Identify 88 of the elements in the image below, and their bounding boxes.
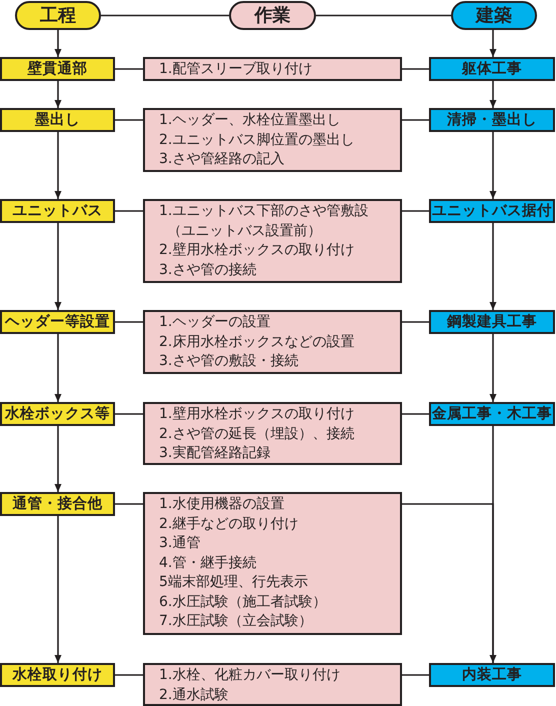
task-item: 3.通管 xyxy=(159,534,202,553)
column-header: 建築 xyxy=(476,4,512,26)
task-item: 7.水圧試験（立会試験） xyxy=(159,612,314,631)
connector-line xyxy=(115,503,143,505)
process-box xyxy=(0,108,115,132)
task-item: 1.水栓、化粧カバー取り付け xyxy=(159,666,342,685)
header-pill xyxy=(15,1,101,30)
arrow xyxy=(54,334,62,402)
task-box xyxy=(143,402,402,465)
task-item: 2.ユニットバス脚位置の墨出し xyxy=(159,130,356,150)
process-box xyxy=(0,663,115,687)
connector-line xyxy=(402,674,429,676)
task-item: 3.さや管の敷設・接続 xyxy=(159,352,300,371)
arrow xyxy=(490,81,496,108)
construction-label: 金属工事・木工事 xyxy=(432,405,552,423)
arrow xyxy=(490,223,496,310)
connector-line xyxy=(115,674,143,676)
task-box xyxy=(143,663,402,706)
arrow xyxy=(490,334,496,402)
header-pill xyxy=(229,1,316,30)
column-header: 作業 xyxy=(254,4,290,26)
task-item: 1.ヘッダー、水栓位置墨出し xyxy=(159,111,342,130)
connector-line xyxy=(115,321,143,323)
task-box xyxy=(143,492,402,635)
construction-label: 内装工事 xyxy=(462,666,522,684)
construction-box xyxy=(429,108,555,132)
process-label: ユニットバス xyxy=(12,202,102,220)
connector-line xyxy=(115,68,143,70)
connector-line xyxy=(316,14,451,16)
process-label: 水栓ボックス等 xyxy=(5,405,110,423)
task-item: 3.さや管経路の記入 xyxy=(159,150,286,169)
connector-line xyxy=(402,210,429,212)
arrow xyxy=(54,223,62,310)
connector-line xyxy=(115,210,143,212)
process-label: ヘッダー等設置 xyxy=(5,313,110,331)
task-item: 1.ヘッダーの設置 xyxy=(159,313,272,332)
construction-label: 清掃・墨出し xyxy=(447,111,537,129)
task-box xyxy=(143,57,402,81)
connector-line xyxy=(402,413,429,415)
task-box xyxy=(143,310,402,374)
process-label: 壁貫通部 xyxy=(28,60,88,78)
arrow xyxy=(490,30,496,57)
construction-label: 躯体工事 xyxy=(462,60,522,78)
process-box xyxy=(0,492,115,516)
task-item: 2.通水試験 xyxy=(159,686,230,704)
process-box xyxy=(0,199,115,223)
process-box xyxy=(0,402,115,426)
construction-label: 鋼製建具工事 xyxy=(447,313,537,331)
task-item: 2.壁用水栓ボックスの取り付け xyxy=(159,241,356,260)
header-pill xyxy=(451,1,537,30)
task-item: 2.床用水栓ボックスなどの設置 xyxy=(159,332,356,352)
process-label: 通管・接合他 xyxy=(12,495,102,513)
task-item: 2.継手などの取り付け xyxy=(159,514,300,534)
connector-line xyxy=(115,413,143,415)
task-item: 1.配管スリーブ取り付け xyxy=(159,60,314,79)
process-box xyxy=(0,57,115,81)
arrow xyxy=(490,426,496,663)
task-item: 3.さや管の接続 xyxy=(159,260,258,280)
task-box xyxy=(143,108,402,172)
arrow xyxy=(54,30,62,57)
arrow xyxy=(54,81,62,108)
task-item: 1.ユニットバス下部のさや管敷設（ユニットバス設置前） xyxy=(159,202,370,240)
process-box xyxy=(0,310,115,334)
arrow xyxy=(490,132,496,199)
task-item: 2.さや管の延長（埋設）、接続 xyxy=(159,424,356,444)
construction-box xyxy=(429,57,555,81)
task-item: 3.実配管経路記録 xyxy=(159,444,272,463)
connector-line xyxy=(115,119,143,121)
process-label: 墨出し xyxy=(35,111,80,129)
process-label: 水栓取り付け xyxy=(12,666,102,684)
column-header: 工程 xyxy=(40,4,76,26)
arrow xyxy=(54,516,62,663)
task-item: 6.水圧試験（施工者試験） xyxy=(159,592,328,612)
arrow xyxy=(54,132,62,199)
connector-line xyxy=(402,68,429,70)
task-box xyxy=(143,199,402,283)
task-item: 5端末部処理、行先表示 xyxy=(159,573,309,592)
construction-label: ユニットバス据付 xyxy=(432,202,552,220)
connector-line xyxy=(402,119,429,121)
arrow xyxy=(54,426,62,492)
connector-line xyxy=(101,14,229,16)
connector-line xyxy=(402,503,494,663)
connector-line xyxy=(402,321,429,323)
construction-box xyxy=(429,663,555,687)
task-item: 4.管・継手接続 xyxy=(159,554,258,572)
task-item: 1.壁用水栓ボックスの取り付け xyxy=(159,405,356,424)
construction-box xyxy=(429,310,555,334)
task-item: 1.水使用機器の設置 xyxy=(159,495,286,514)
